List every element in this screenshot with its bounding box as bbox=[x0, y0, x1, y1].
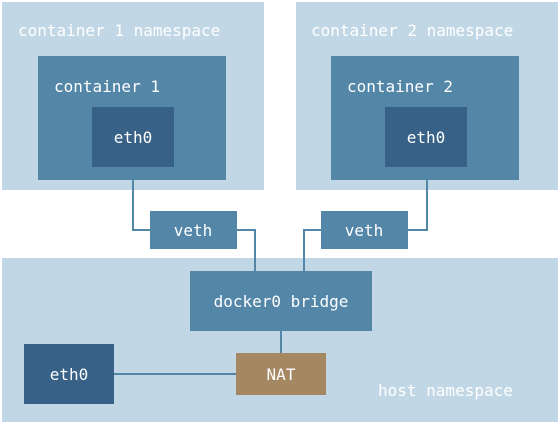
container-2-eth0-label: eth0 bbox=[407, 128, 446, 147]
link-c2-eth0-to-veth bbox=[408, 168, 428, 231]
veth-left: veth bbox=[150, 211, 237, 249]
veth-right-label: veth bbox=[345, 221, 384, 240]
veth-left-label: veth bbox=[174, 221, 213, 240]
nat-box bbox=[236, 353, 326, 395]
container-1-eth0-label: eth0 bbox=[114, 128, 153, 147]
link-veth-left-to-bridge bbox=[237, 229, 256, 271]
host-eth0-label: eth0 bbox=[50, 365, 89, 384]
container-1-label: container 1 bbox=[54, 77, 160, 96]
container-2-namespace-label: container 2 namespace bbox=[311, 21, 513, 40]
nat-label: NAT bbox=[267, 365, 296, 384]
host-namespace-label: host namespace bbox=[378, 381, 513, 400]
nat: NAT bbox=[236, 353, 326, 395]
host-eth0: eth0 bbox=[24, 344, 114, 404]
connectors bbox=[114, 168, 428, 375]
container-1-namespace-label: container 1 namespace bbox=[18, 21, 220, 40]
container-1: container 1 eth0 bbox=[38, 56, 226, 180]
veth-right: veth bbox=[321, 211, 408, 249]
container-1-eth0-box bbox=[92, 107, 174, 167]
veth-right-box bbox=[321, 211, 408, 249]
link-c1-eth0-to-veth bbox=[132, 168, 150, 231]
docker0-bridge: docker0 bridge bbox=[190, 271, 372, 331]
container-2-label: container 2 bbox=[347, 77, 453, 96]
veth-left-box bbox=[150, 211, 237, 249]
container-2-eth0-box bbox=[385, 107, 467, 167]
link-veth-right-to-bridge bbox=[303, 229, 321, 271]
host-eth0-box bbox=[24, 344, 114, 404]
container-2: container 2 eth0 bbox=[331, 56, 519, 180]
docker0-bridge-box bbox=[190, 271, 372, 331]
docker0-bridge-label: docker0 bridge bbox=[214, 292, 349, 311]
